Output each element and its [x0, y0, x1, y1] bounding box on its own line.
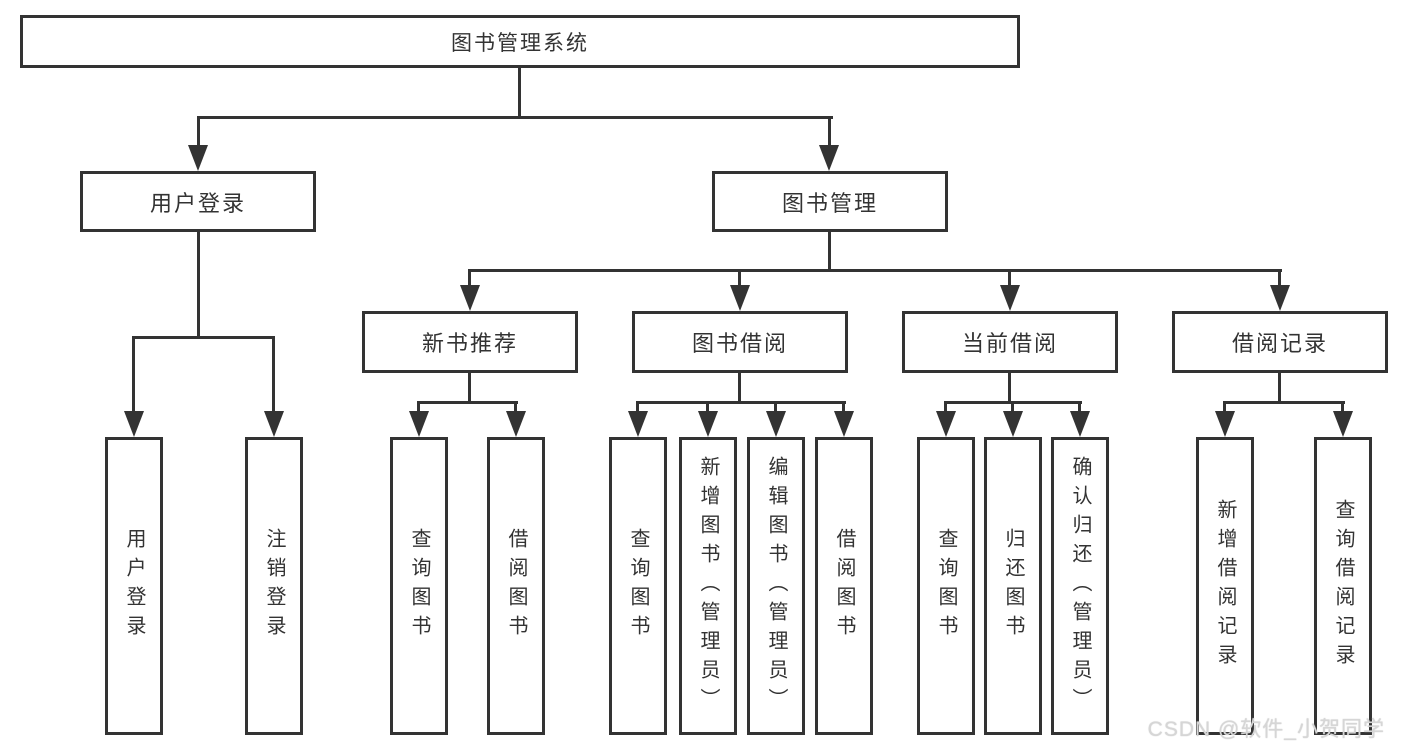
connector-line: [636, 401, 639, 413]
node-borrow-records: 借阅记录: [1172, 311, 1388, 373]
connector-line: [828, 116, 831, 146]
connector-line: [1078, 401, 1081, 413]
connector-arrow: [730, 285, 750, 311]
connector-line: [738, 373, 741, 403]
connector-line: [518, 68, 521, 116]
connector-line: [706, 401, 709, 413]
connector-arrow: [188, 145, 208, 171]
connector-arrow: [409, 411, 429, 437]
node-edit-books-admin: 编辑图书（管理员）: [747, 437, 805, 735]
connector-line: [1223, 401, 1226, 413]
connector-line: [774, 401, 777, 413]
leaf-label: 借阅图书: [505, 528, 527, 644]
node-book-management: 图书管理: [712, 171, 948, 232]
node-query-books: 查询图书: [609, 437, 667, 735]
node-user-login-leaf: 用户登录: [105, 437, 163, 735]
connector-arrow: [1333, 411, 1353, 437]
connector-line: [944, 401, 947, 413]
connector-line: [1008, 373, 1011, 403]
leaf-label: 注销登录: [263, 528, 285, 644]
connector-arrow: [1270, 285, 1290, 311]
connector-arrow: [264, 411, 284, 437]
connector-line: [1011, 401, 1014, 413]
connector-line: [1008, 269, 1011, 287]
connector-line: [197, 116, 200, 146]
node-query-borrow-record: 查询借阅记录: [1314, 437, 1372, 735]
node-borrow-books: 借阅图书: [815, 437, 873, 735]
node-root-label: 图书管理系统: [451, 31, 589, 55]
connector-arrow: [460, 285, 480, 311]
connector-arrow: [819, 145, 839, 171]
connector-line: [1278, 373, 1281, 403]
node-borrow-records-label: 借阅记录: [1231, 331, 1328, 356]
connector-line: [738, 269, 741, 287]
connector-line: [1278, 269, 1281, 287]
connector-line: [132, 336, 135, 413]
leaf-label: 归还图书: [1002, 528, 1024, 644]
connector-line: [417, 401, 518, 404]
node-logout: 注销登录: [245, 437, 303, 735]
connector-line: [514, 401, 517, 413]
connector-line: [636, 401, 846, 404]
connector-arrow: [1000, 285, 1020, 311]
connector-line: [828, 232, 831, 272]
connector-line: [417, 401, 420, 413]
connector-arrow: [698, 411, 718, 437]
node-book-management-label: 图书管理: [781, 190, 878, 216]
leaf-label: 编辑图书（管理员）: [765, 455, 787, 717]
leaf-label: 查询图书: [627, 528, 649, 644]
node-current-borrow-label: 当前借阅: [961, 331, 1058, 356]
connector-arrow: [628, 411, 648, 437]
node-query-books: 查询图书: [390, 437, 448, 735]
node-return-books: 归还图书: [984, 437, 1042, 735]
node-book-borrow-label: 图书借阅: [691, 331, 788, 356]
connector-line: [197, 232, 200, 338]
connector-line: [132, 336, 275, 339]
node-add-borrow-record: 新增借阅记录: [1196, 437, 1254, 735]
node-add-books-admin: 新增图书（管理员）: [679, 437, 737, 735]
connector-arrow: [766, 411, 786, 437]
node-root: 图书管理系统: [20, 15, 1020, 68]
node-user-login: 用户登录: [80, 171, 316, 232]
leaf-label: 用户登录: [123, 528, 145, 644]
node-query-books: 查询图书: [917, 437, 975, 735]
connector-arrow: [1215, 411, 1235, 437]
connector-line: [842, 401, 845, 413]
connector-line: [1341, 401, 1344, 413]
connector-line: [468, 373, 471, 403]
connector-arrow: [124, 411, 144, 437]
watermark: CSDN @软件_小贺同学: [1147, 718, 1385, 741]
connector-arrow: [506, 411, 526, 437]
connector-arrow: [1003, 411, 1023, 437]
leaf-label: 查询图书: [408, 528, 430, 644]
leaf-label: 确认归还（管理员）: [1069, 455, 1091, 717]
connector-line: [272, 336, 275, 413]
node-new-book-recommend-label: 新书推荐: [421, 331, 518, 356]
connector-line: [1223, 401, 1345, 404]
leaf-label: 借阅图书: [833, 528, 855, 644]
node-user-login-label: 用户登录: [149, 190, 246, 216]
connector-line: [468, 269, 471, 287]
leaf-label: 查询图书: [935, 528, 957, 644]
connector-line: [197, 116, 833, 119]
connector-arrow: [936, 411, 956, 437]
node-borrow-books: 借阅图书: [487, 437, 545, 735]
connector-line: [468, 269, 1282, 272]
node-confirm-return-admin: 确认归还（管理员）: [1051, 437, 1109, 735]
connector-arrow: [834, 411, 854, 437]
leaf-label: 新增借阅记录: [1214, 499, 1236, 673]
node-book-borrow: 图书借阅: [632, 311, 848, 373]
leaf-label: 新增图书（管理员）: [697, 455, 719, 717]
node-new-book-recommend: 新书推荐: [362, 311, 578, 373]
leaf-label: 查询借阅记录: [1332, 499, 1354, 673]
node-current-borrow: 当前借阅: [902, 311, 1118, 373]
connector-arrow: [1070, 411, 1090, 437]
